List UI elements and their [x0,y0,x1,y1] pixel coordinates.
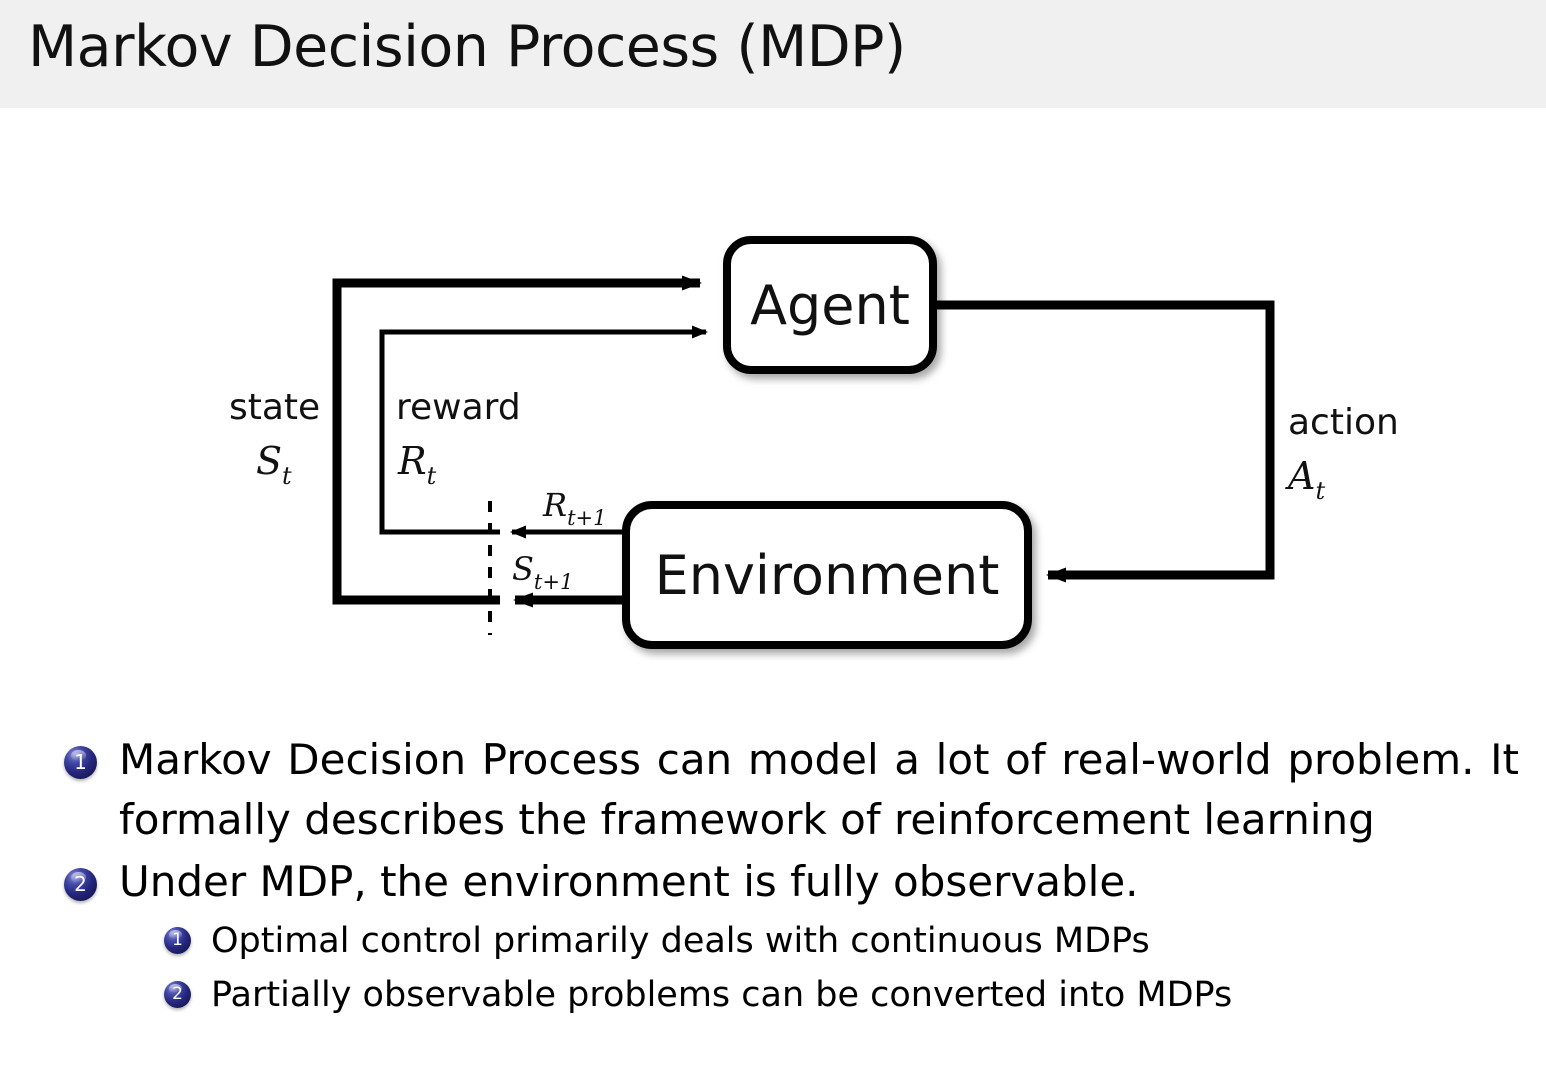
bullet-number-badge: 2 [64,868,97,901]
list-item-line: Markov Decision Process can model a lot … [119,735,1519,784]
agent-box: Agent [723,236,937,374]
state-label-group: state St [229,387,320,490]
sub-bullet-number-badge: 1 [164,927,191,954]
list-item-line: formally describes the framework of rein… [119,795,1375,844]
list-item: 2 Under MDP, the environment is fully ob… [0,852,1546,912]
bullet-number-badge: 1 [64,746,97,779]
page-title: Markov Decision Process (MDP) [28,14,906,80]
reward-label-group: reward Rt [396,387,521,490]
environment-box: Environment [622,501,1032,649]
action-label: action [1288,402,1399,443]
reward-symbol: Rt [397,439,437,490]
sub-list-item: 1 Optimal control primarily deals with c… [0,914,1546,968]
bullet-list: 1 Markov Decision Process can model a lo… [0,730,1546,1022]
list-item: 1 Markov Decision Process can model a lo… [0,730,1546,850]
state-next-label: St+1 [512,550,573,594]
state-feedback-path [332,275,702,605]
sub-list-item: 2 Partially observable problems can be c… [0,968,1546,1022]
list-item-text: Markov Decision Process can model a lot … [119,730,1519,850]
bullet-number: 1 [74,750,87,774]
bullet-number: 2 [74,872,87,896]
agent-box-label: Agent [750,274,910,337]
reward-feedback-path [379,325,708,535]
state-label: state [229,387,320,428]
list-item-line: Optimal control primarily deals with con… [211,921,1150,961]
bullet-number: 2 [172,984,183,1004]
action-symbol: At [1285,454,1325,505]
sub-list-item-text: Partially observable problems can be con… [211,968,1511,1022]
list-item-line: Partially observable problems can be con… [211,975,1233,1015]
list-item-text: Under MDP, the environment is fully obse… [119,852,1519,912]
bullet-number: 1 [172,930,183,950]
reward-label: reward [396,387,521,428]
action-label-group: action At [1285,402,1399,505]
environment-box-label: Environment [655,544,1000,607]
action-path [933,300,1275,583]
agent-environment-diagram: Agent Environment state St reward Rt act… [0,108,1546,708]
sub-bullet-number-badge: 2 [164,981,191,1008]
state-symbol: St [256,439,292,490]
reward-next-label: Rt+1 [542,486,607,530]
slide-header-band: Markov Decision Process (MDP) [0,0,1546,108]
list-item-line: Under MDP, the environment is fully obse… [119,857,1139,906]
sub-list-item-text: Optimal control primarily deals with con… [211,914,1511,968]
